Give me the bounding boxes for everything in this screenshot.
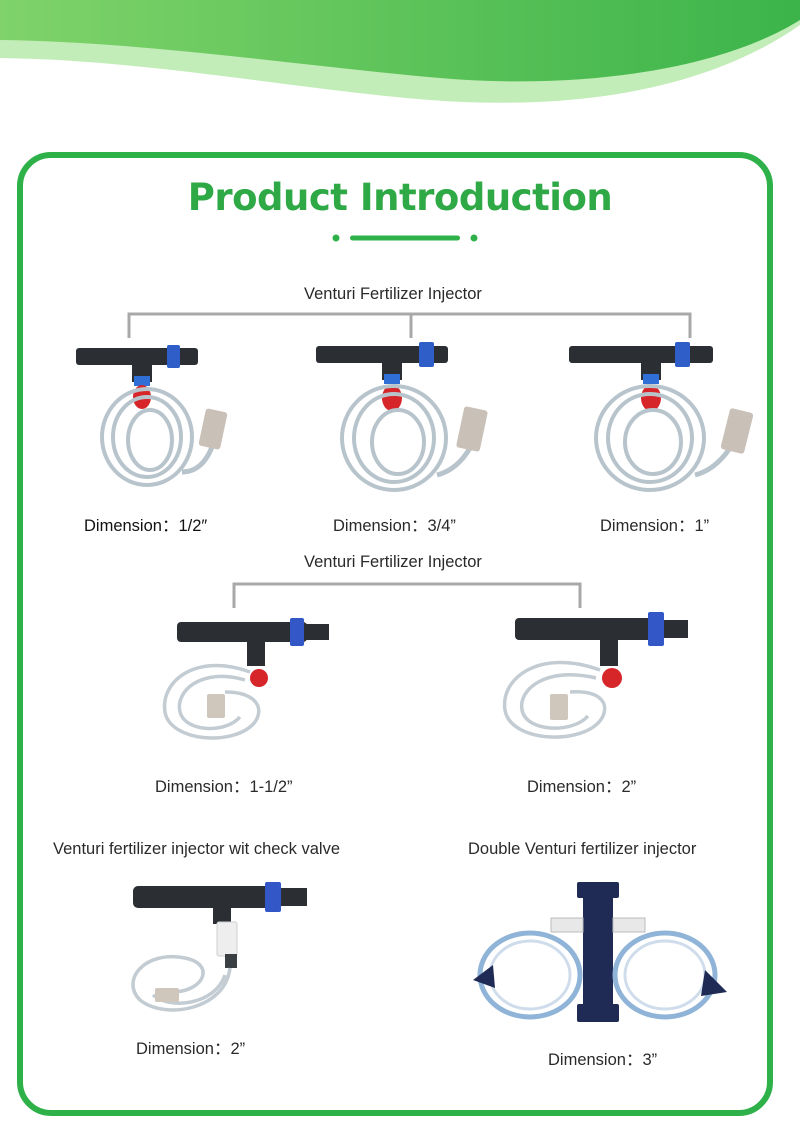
dimension-label: Dimension：3” <box>548 1051 658 1069</box>
double-injector-label: Double Venturi fertilizer injector <box>468 840 697 858</box>
venturi-injector-icon <box>316 342 488 492</box>
venturi-injector-icon <box>162 618 329 740</box>
dimension-label: Dimension：2” <box>136 1040 246 1058</box>
group1-bracket <box>127 312 692 338</box>
dimension-label: Dimension：1” <box>600 517 710 535</box>
dimension-label: Dimension：1/2″ <box>84 517 208 535</box>
title-divider <box>332 234 478 242</box>
dimension-label: Dimension：3/4” <box>333 517 456 535</box>
group1-label: Venturi Fertilizer Injector <box>304 285 482 303</box>
double-venturi-injector-icon <box>473 882 727 1022</box>
venturi-injector-check-valve-icon <box>131 882 307 1012</box>
venturi-injector-icon <box>569 342 754 492</box>
venturi-injector-icon <box>76 345 228 487</box>
dimension-label: Dimension：2” <box>527 778 637 796</box>
check-valve-label: Venturi fertilizer injector wit check va… <box>53 840 341 858</box>
header-wave-banner <box>0 0 800 103</box>
venturi-injector-icon <box>502 612 688 739</box>
group2-label: Venturi Fertilizer Injector <box>304 553 482 571</box>
dimension-label: Dimension：1-1/2” <box>155 778 293 796</box>
group2-bracket <box>232 582 582 608</box>
page-title: Product Introduction <box>187 176 613 219</box>
